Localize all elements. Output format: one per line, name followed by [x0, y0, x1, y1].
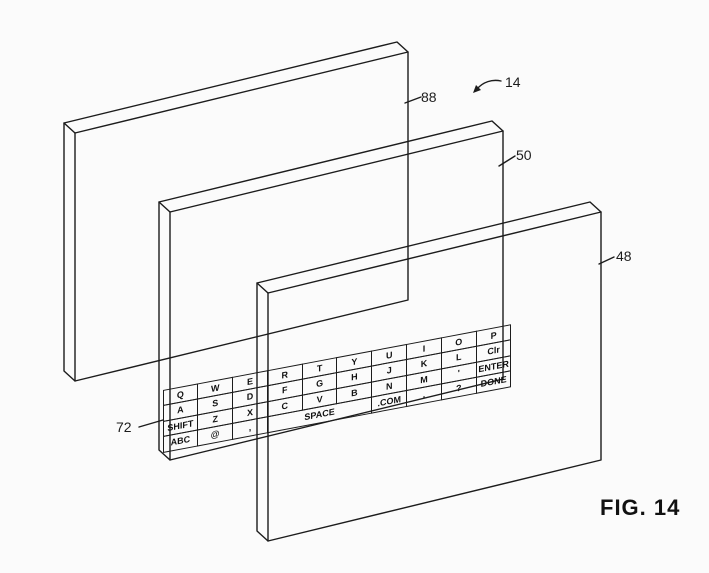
leader-line-72: [138, 419, 164, 428]
ref-label-72: 72: [116, 419, 132, 435]
leader-line-48: [598, 256, 615, 265]
leader-line-50: [498, 155, 516, 167]
figure-caption: FIG. 14: [600, 495, 681, 520]
ref-14-arrow: [473, 79, 502, 93]
ref-label-14: 14: [505, 74, 521, 90]
leader-line-88: [404, 96, 422, 104]
ref-label-48: 48: [616, 248, 632, 264]
panel-48: [256, 201, 602, 542]
panel-50: [158, 120, 504, 461]
ref-label-50: 50: [516, 147, 532, 163]
panel-88: [63, 41, 409, 382]
ref-label-88: 88: [421, 89, 437, 105]
